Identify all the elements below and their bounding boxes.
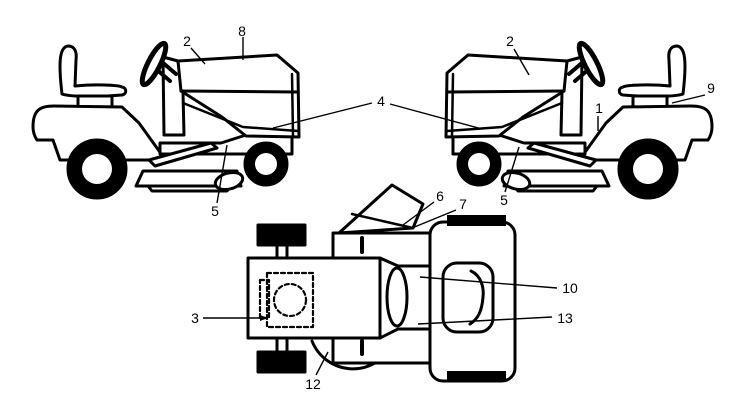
leader-line xyxy=(315,351,329,376)
callout-1: 1 xyxy=(595,100,603,116)
leader-line xyxy=(671,94,706,104)
callout-5-side-left: 5 xyxy=(211,203,219,219)
leader-line xyxy=(216,144,228,204)
engine-dashed-circle xyxy=(272,282,308,318)
leader-line xyxy=(419,276,558,289)
seat-deck-lines xyxy=(378,256,432,340)
dash-cover-line xyxy=(350,212,415,230)
callout-13: 13 xyxy=(557,310,573,326)
callout-labels: 2 8 5 4 2 1 9 5 6 7 3 12 10 13 xyxy=(183,23,715,392)
leader-line xyxy=(190,47,206,65)
leader-line xyxy=(402,201,435,226)
callout-4: 4 xyxy=(377,93,385,109)
callout-2-side-left: 2 xyxy=(183,33,191,49)
engine-hidden-outline xyxy=(258,271,315,329)
leader-arrowhead xyxy=(260,315,268,321)
callout-5-side-right: 5 xyxy=(500,192,508,208)
front-wheel-bottom xyxy=(256,350,307,374)
leader-line xyxy=(417,316,553,325)
tractor-top-view xyxy=(246,183,517,383)
callout-leader-lines xyxy=(190,37,706,376)
tractor-side-view-right xyxy=(446,41,712,198)
leader-line xyxy=(513,48,530,76)
tractor-side-view-left xyxy=(33,41,299,198)
front-wheel-top xyxy=(256,223,307,247)
callout-2-side-right: 2 xyxy=(506,33,514,49)
leader-line xyxy=(504,146,520,193)
dash-cover xyxy=(337,183,425,235)
callout-6: 6 xyxy=(436,188,444,204)
leader-line xyxy=(389,103,483,130)
callout-8: 8 xyxy=(238,23,246,39)
rear-wheel-bottom xyxy=(447,371,506,382)
front-axles xyxy=(275,243,289,354)
callout-10: 10 xyxy=(562,280,578,296)
callout-7: 7 xyxy=(459,196,467,212)
seat-cushion-curve xyxy=(468,269,485,326)
leader-line xyxy=(411,209,457,229)
steering-wheel-top-view xyxy=(385,266,409,328)
callout-3: 3 xyxy=(191,310,199,326)
engine-dashed-rect xyxy=(265,271,315,329)
leader-line xyxy=(272,102,373,129)
callout-12: 12 xyxy=(305,376,321,392)
callout-9: 9 xyxy=(707,80,715,96)
rear-wheel-top xyxy=(447,215,506,226)
